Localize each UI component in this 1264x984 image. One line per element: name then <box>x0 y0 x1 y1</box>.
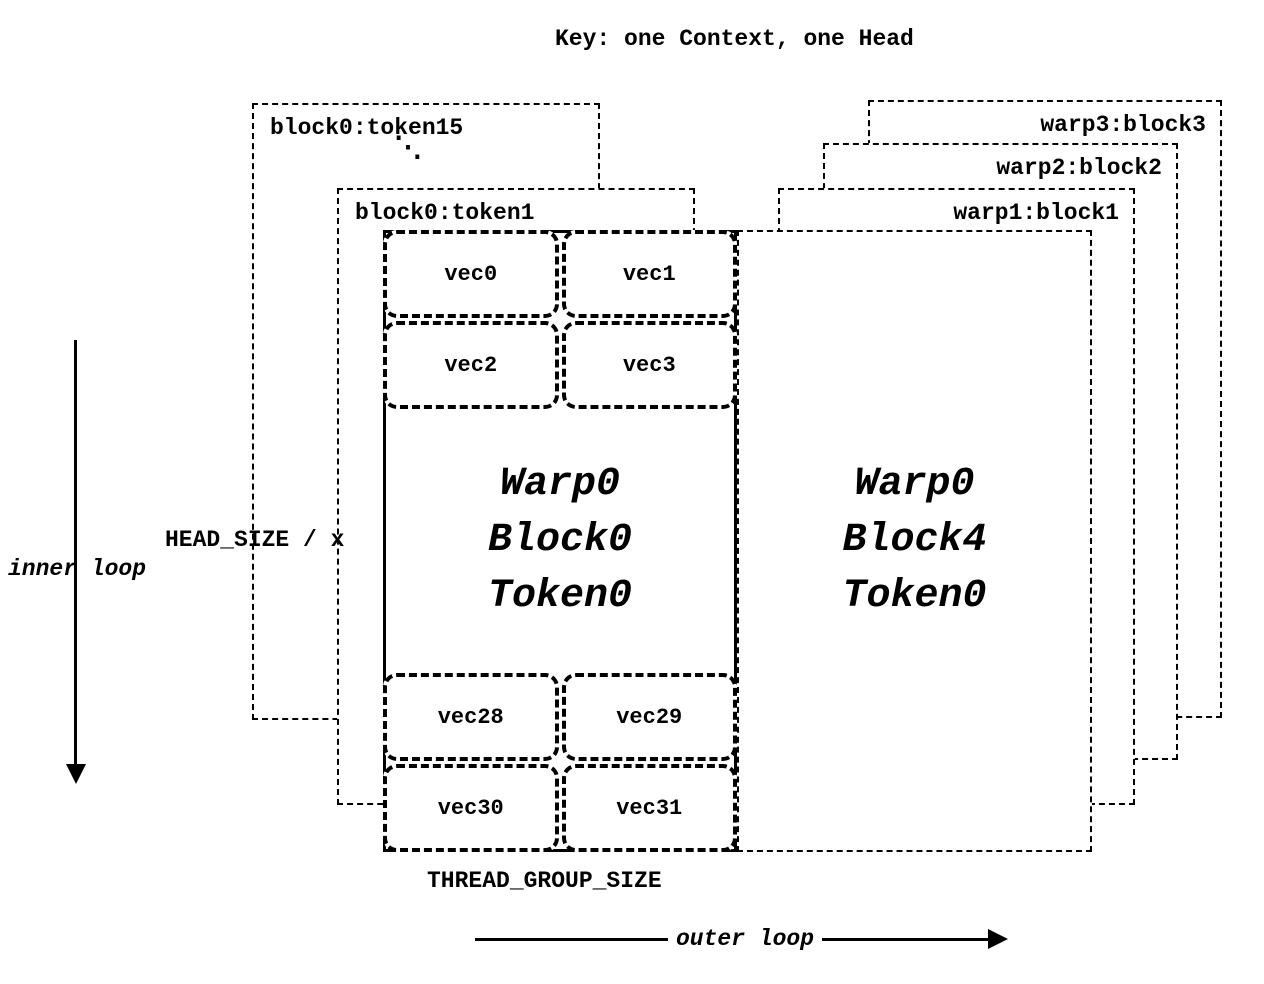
bottom-vec-grid: vec28 vec29 vec30 vec31 <box>383 673 737 852</box>
key-block-line: Warp0 <box>499 462 621 507</box>
vec2-label: vec2 <box>444 352 498 378</box>
vec31-label: vec31 <box>616 795 683 821</box>
diagram-title: Key: one Context, one Head <box>555 26 914 52</box>
down-arrowhead-icon <box>66 764 86 784</box>
warp0-block0-token0-box: Warp0 Block0 Token0 vec0 vec1 vec2 vec3 … <box>383 230 737 852</box>
inner-loop-label: inner loop <box>8 556 147 582</box>
vec3-label: vec3 <box>622 352 676 378</box>
vec2-cell: vec2 <box>383 321 559 409</box>
right-arrowhead-icon <box>988 929 1008 949</box>
vec30-label: vec30 <box>437 795 504 821</box>
block0-token15-label: block0:token15 <box>270 115 464 141</box>
warp0-block4-token0-text: Warp0 Block4 Token0 <box>739 232 1090 850</box>
top-vec-grid: vec0 vec1 vec2 vec3 <box>383 230 737 409</box>
outer-loop-label: outer loop <box>668 926 823 952</box>
diagonal-ellipsis: ⋱ <box>394 134 426 165</box>
head-size-label: HEAD_SIZE / x <box>165 527 345 553</box>
vec30-cell: vec30 <box>383 764 559 852</box>
vec29-label: vec29 <box>616 704 683 730</box>
vec1-cell: vec1 <box>561 230 737 318</box>
vec29-cell: vec29 <box>561 673 737 761</box>
warp2-block2-label: warp2:block2 <box>996 155 1162 181</box>
inner-loop-arrow-line <box>74 340 77 766</box>
right-block-line: Token0 <box>842 574 987 619</box>
warp0-block4-token0-box: Warp0 Block4 Token0 <box>737 230 1092 852</box>
vec1-label: vec1 <box>622 261 676 287</box>
key-block-line: Token0 <box>487 574 633 619</box>
key-block-line: Block0 <box>487 518 633 563</box>
vec28-label: vec28 <box>437 704 504 730</box>
vec0-cell: vec0 <box>383 230 559 318</box>
block0-token1-label: block0:token1 <box>355 200 535 226</box>
warp3-block3-label: warp3:block3 <box>1040 112 1206 138</box>
thread-group-size-label: THREAD_GROUP_SIZE <box>427 868 662 894</box>
warp1-block1-label: warp1:block1 <box>953 200 1119 226</box>
vec0-label: vec0 <box>444 261 498 287</box>
vec28-cell: vec28 <box>383 673 559 761</box>
right-block-line: Warp0 <box>854 462 975 507</box>
right-block-line: Block4 <box>842 518 987 563</box>
vec3-cell: vec3 <box>561 321 737 409</box>
vec31-cell: vec31 <box>561 764 737 852</box>
warp0-block0-token0-text: Warp0 Block0 Token0 <box>386 233 734 849</box>
